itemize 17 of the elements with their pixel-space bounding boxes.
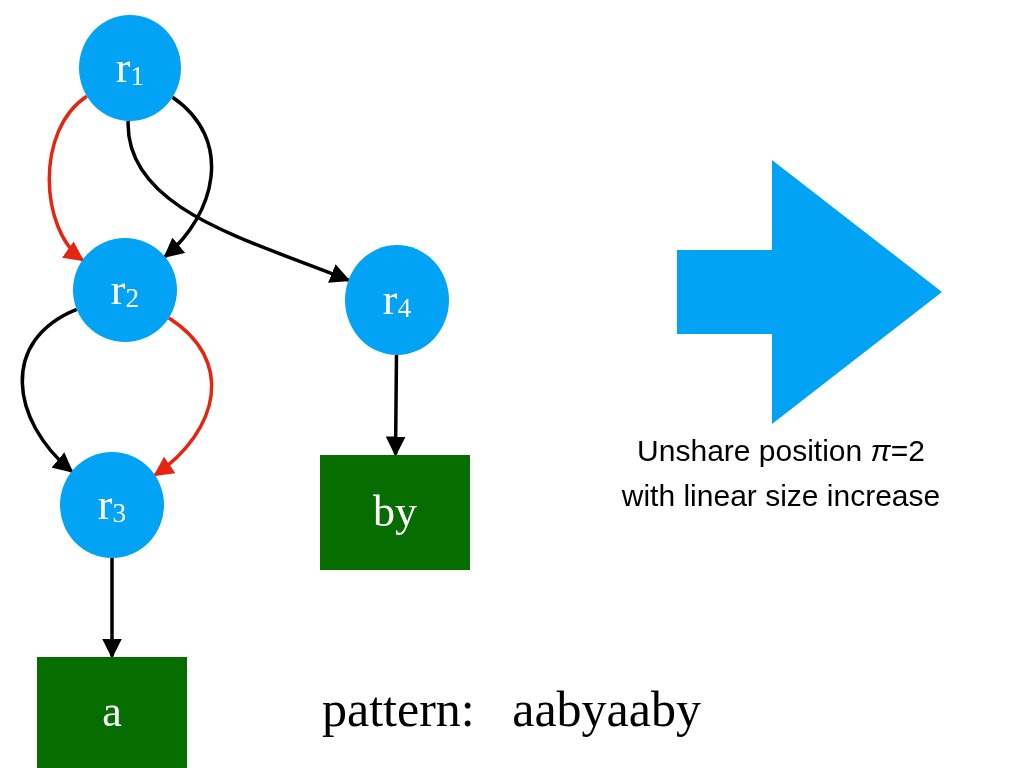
node-label: r$_{4}$ <box>382 278 412 322</box>
arrow <box>126 120 351 283</box>
node-label: r$_{1}$ <box>115 46 145 90</box>
terminal-box <box>37 656 187 768</box>
node-label: a <box>102 690 122 734</box>
transform-caption: Unshare position π=2 with linear size increase <box>620 433 942 514</box>
arrow <box>20 307 78 473</box>
terminal-box <box>320 454 470 570</box>
node-label: r$_{2}$ <box>110 268 140 312</box>
arrow <box>385 355 406 457</box>
arrow <box>153 316 214 477</box>
node-label: by <box>373 490 417 534</box>
arrow <box>102 558 122 659</box>
arrow <box>163 95 214 259</box>
node-label: r$_{3}$ <box>97 483 127 527</box>
arrow <box>47 94 88 262</box>
pattern-label: pattern: aabyaaby <box>322 680 702 738</box>
